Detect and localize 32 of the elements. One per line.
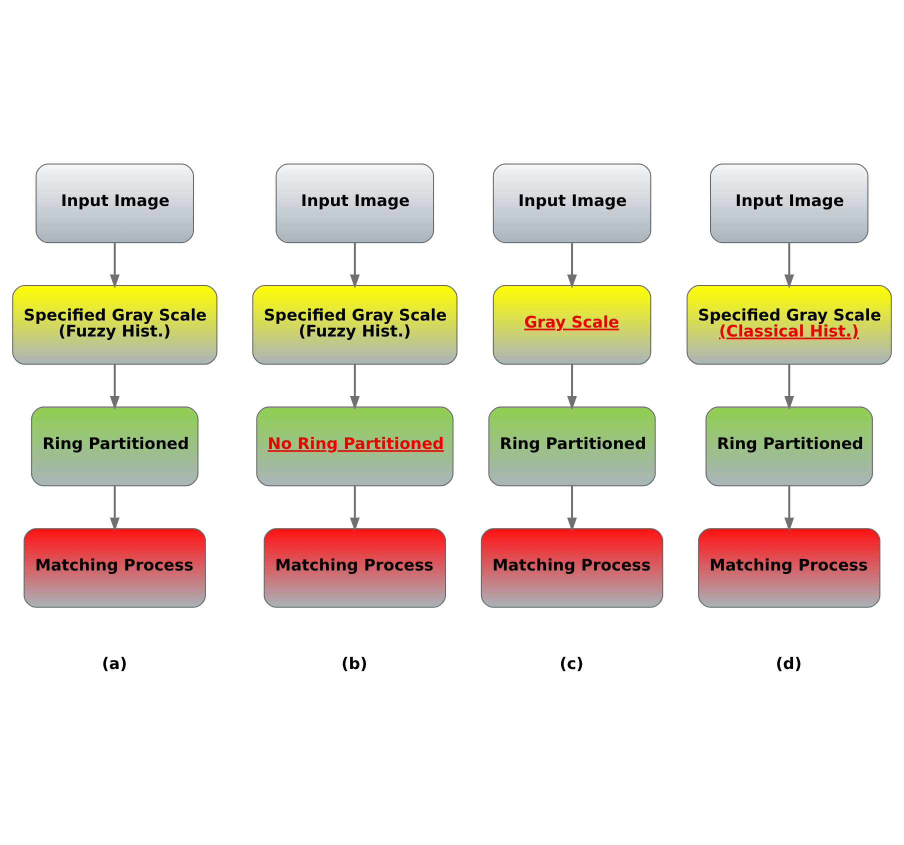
node-box: Specified Gray Scale (Fuzzy Hist.) <box>12 284 218 364</box>
node-box: Specified Gray Scale (Fuzzy Hist.) <box>252 284 458 364</box>
node-box: Ring Partitioned <box>31 406 198 486</box>
node-box: Matching Process <box>24 528 206 608</box>
arrow <box>110 364 120 410</box>
arrow <box>350 364 360 410</box>
node-box: Matching Process <box>480 528 664 608</box>
node-box: No Ring Partitioned <box>256 406 454 486</box>
arrow <box>350 485 360 532</box>
node-box: Ring Partitioned <box>488 406 656 486</box>
node-box: Input Image <box>492 162 652 243</box>
arrow <box>567 485 577 532</box>
node-box: Matching Process <box>264 528 446 608</box>
arrow <box>110 242 120 288</box>
node-box: Input Image <box>710 162 868 243</box>
node-box: Matching Process <box>698 528 880 608</box>
node-box: Gray Scale <box>492 284 652 364</box>
label: (c) <box>560 653 584 672</box>
arrow <box>567 242 577 288</box>
arrow <box>110 485 120 532</box>
arrow <box>784 364 794 410</box>
arrow <box>567 364 577 410</box>
arrow <box>784 242 794 288</box>
label: (d) <box>776 653 802 672</box>
node-box: Input Image <box>276 162 434 243</box>
label: (a) <box>102 653 128 672</box>
label: (b) <box>341 653 368 672</box>
node-box: Specified Gray Scale (Classical Hist.) <box>686 284 892 364</box>
arrow <box>784 485 794 532</box>
arrow <box>350 242 360 288</box>
node-box: Input Image <box>36 162 194 243</box>
node-box: Ring Partitioned <box>706 406 873 486</box>
